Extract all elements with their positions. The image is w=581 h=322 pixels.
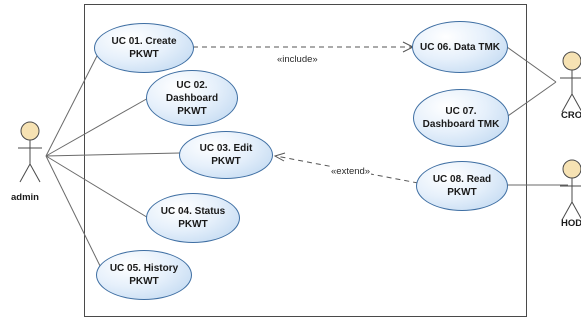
use-case-uc08-label: UC 08. Read PKWT <box>432 174 492 198</box>
use-case-uc08[interactable]: UC 08. Read PKWT <box>416 161 508 211</box>
use-case-uc03[interactable]: UC 03. Edit PKWT <box>179 131 273 179</box>
assoc-cro-uc06 <box>506 46 557 83</box>
use-case-uc05-label: UC 05. History PKWT <box>109 263 179 287</box>
assoc-admin-uc02 <box>45 96 151 157</box>
use-case-uc02[interactable]: UC 02. Dashboard PKWT <box>146 70 238 126</box>
use-case-uc04[interactable]: UC 04. Status PKWT <box>146 193 240 243</box>
assoc-admin-uc03 <box>45 152 181 157</box>
actor-hod-figure[interactable] <box>556 158 581 228</box>
actor-admin-head <box>20 121 40 141</box>
include-label: «include» <box>276 54 319 65</box>
use-case-uc01[interactable]: UC 01. Create PKWT <box>94 23 194 73</box>
use-case-uc06-label: UC 06. Data TMK <box>419 41 500 53</box>
actor-admin-label: admin <box>11 192 39 203</box>
use-case-uc05[interactable]: UC 05. History PKWT <box>96 250 192 300</box>
use-case-uc07[interactable]: UC 07. Dashboard TMK <box>413 89 509 147</box>
actor-hod-head <box>562 159 581 179</box>
use-case-uc04-label: UC 04. Status PKWT <box>160 206 226 230</box>
assoc-admin-uc05 <box>45 155 105 275</box>
extend-arrowhead <box>273 152 286 162</box>
actor-cro-figure[interactable] <box>556 50 581 120</box>
assoc-admin-uc01 <box>45 47 102 157</box>
use-case-uc02-label: UC 02. Dashboard PKWT <box>165 79 219 117</box>
use-case-uc07-label: UC 07. Dashboard TMK <box>422 106 500 130</box>
actor-cro-head <box>562 51 581 71</box>
extend-label: «extend» <box>330 166 372 177</box>
assoc-admin-uc04 <box>45 155 151 220</box>
actor-hod-label: HOD <box>561 218 581 229</box>
actor-admin-figure[interactable] <box>10 120 50 192</box>
use-case-uc01-label: UC 01. Create PKWT <box>111 36 177 60</box>
use-case-uc06[interactable]: UC 06. Data TMK <box>412 21 508 73</box>
assoc-cro-uc07 <box>504 81 557 119</box>
use-case-uc03-label: UC 03. Edit PKWT <box>199 143 253 167</box>
actor-cro-label: CRO <box>561 110 581 121</box>
